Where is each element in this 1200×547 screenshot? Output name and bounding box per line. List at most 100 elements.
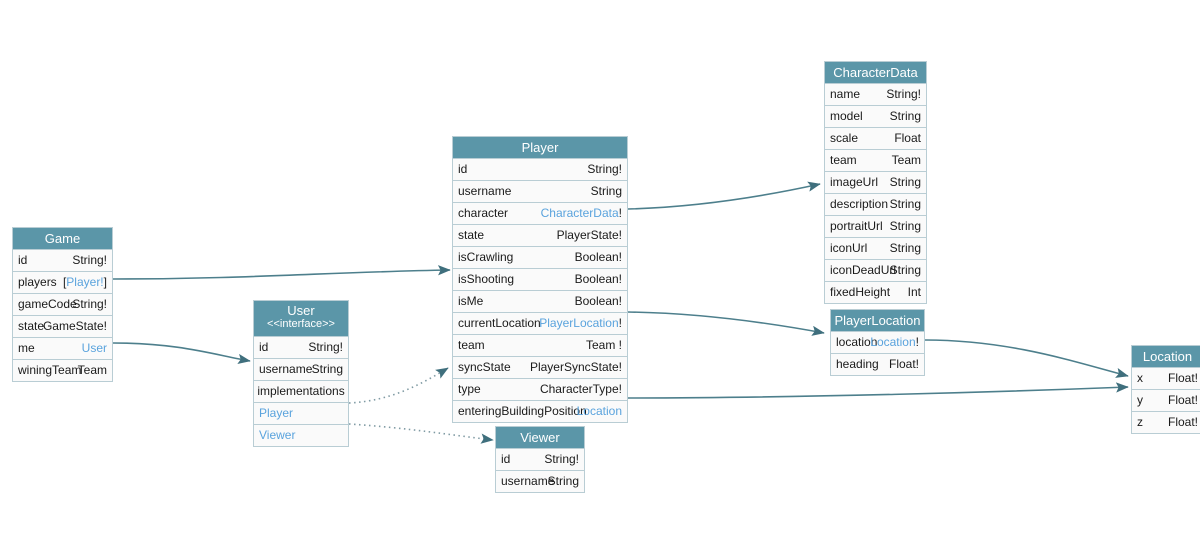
field-row[interactable]: imageUrl String (825, 172, 926, 194)
field-row[interactable]: team Team (825, 150, 926, 172)
field-name: scale (830, 131, 859, 145)
field-row[interactable]: id String! (13, 250, 112, 272)
field-name: currentLocation (458, 316, 541, 330)
field-row[interactable]: username String (496, 471, 584, 492)
implementation-name[interactable]: Viewer (259, 428, 296, 442)
field-row[interactable]: winingTeam Team (13, 360, 112, 381)
field-name: x (1137, 371, 1143, 385)
field-row[interactable]: heading Float! (831, 354, 924, 375)
implementations-label-row: implementations (254, 381, 348, 403)
entity-player-location-title: PlayerLocation (831, 310, 924, 332)
entity-player-title: Player (453, 137, 627, 159)
entity-location[interactable]: Location x Float! y Float! z Float! (1131, 345, 1200, 434)
field-row[interactable]: y Float! (1132, 390, 1200, 412)
field-name: id (501, 452, 511, 466)
field-row[interactable]: enteringBuildingPosition Location (453, 401, 627, 422)
field-row[interactable]: iconUrl String (825, 238, 926, 260)
field-name: z (1137, 415, 1143, 429)
field-type: Float! (888, 357, 919, 371)
field-row[interactable]: players [Player!] (13, 272, 112, 294)
edge-player-currentlocation-to-playerlocation (627, 311, 825, 336)
implementation-row-viewer[interactable]: Viewer (254, 425, 348, 446)
field-type[interactable]: User (81, 341, 107, 355)
entity-player-location[interactable]: PlayerLocation location Location! headin… (830, 309, 925, 376)
edge-game-players-to-player (112, 265, 451, 280)
entity-viewer[interactable]: Viewer id String! username String (495, 426, 585, 493)
field-row[interactable]: x Float! (1132, 368, 1200, 390)
field-name: heading (836, 357, 879, 371)
field-type: String (889, 219, 921, 233)
field-row[interactable]: id String! (254, 337, 348, 359)
field-name: winingTeam (18, 363, 82, 377)
field-name: iconDeadUrl (830, 263, 897, 277)
field-row[interactable]: model String (825, 106, 926, 128)
field-row[interactable]: iconDeadUrl String (825, 260, 926, 282)
field-name: username (458, 184, 512, 198)
field-row[interactable]: isMe Boolean! (453, 291, 627, 313)
field-type: String (311, 362, 343, 376)
field-name: team (830, 153, 857, 167)
field-row[interactable]: id String! (453, 159, 627, 181)
field-name: syncState (458, 360, 511, 374)
field-type: Float! (1167, 371, 1198, 385)
field-type: GameState! (42, 319, 107, 333)
field-type[interactable]: PlayerLocation! (539, 316, 622, 330)
field-type: String (590, 184, 622, 198)
field-type: Float! (1167, 393, 1198, 407)
implementation-name[interactable]: Player (259, 406, 294, 420)
field-type: String (889, 263, 921, 277)
field-name: username (259, 362, 313, 376)
field-row[interactable]: me User (13, 338, 112, 360)
field-row[interactable]: state GameState! (13, 316, 112, 338)
field-row[interactable]: state PlayerState! (453, 225, 627, 247)
field-row[interactable]: team Team ! (453, 335, 627, 357)
field-row[interactable]: isCrawling Boolean! (453, 247, 627, 269)
field-row[interactable]: currentLocation PlayerLocation! (453, 313, 627, 335)
field-type: String! (886, 87, 921, 101)
edge-player-enteringbuildingposition-to-location (627, 382, 1129, 399)
field-name: isMe (458, 294, 484, 308)
field-name: id (18, 253, 28, 267)
implementation-row-player[interactable]: Player (254, 403, 348, 425)
entity-character-data-title: CharacterData (825, 62, 926, 84)
field-row[interactable]: username String (254, 359, 348, 381)
entity-game[interactable]: Game id String! players [Player!] gameCo… (12, 227, 113, 382)
field-type[interactable]: Location (576, 404, 622, 418)
entity-viewer-title: Viewer (496, 427, 584, 449)
edge-user-player-implementation (348, 367, 449, 404)
edge-playerlocation-location-to-location (924, 339, 1129, 378)
field-row[interactable]: id String! (496, 449, 584, 471)
entity-game-title: Game (13, 228, 112, 250)
field-type: Team (77, 363, 107, 377)
field-row[interactable]: z Float! (1132, 412, 1200, 433)
field-row[interactable]: character CharacterData! (453, 203, 627, 225)
field-type[interactable]: CharacterData! (540, 206, 622, 220)
field-name: character (458, 206, 509, 220)
field-type: String! (544, 452, 579, 466)
field-row[interactable]: portraitUrl String (825, 216, 926, 238)
field-row[interactable]: scale Float (825, 128, 926, 150)
field-row[interactable]: name String! (825, 84, 926, 106)
field-name: state (458, 228, 485, 242)
field-row[interactable]: type CharacterType! (453, 379, 627, 401)
field-type[interactable]: Location! (870, 335, 919, 349)
entity-player[interactable]: Player id String! username String charac… (452, 136, 628, 423)
entity-user[interactable]: User <<interface>> id String! username S… (253, 300, 349, 447)
field-name: players (18, 275, 57, 289)
field-row[interactable]: syncState PlayerSyncState! (453, 357, 627, 379)
field-row[interactable]: fixedHeight Int (825, 282, 926, 303)
field-name: me (18, 341, 35, 355)
field-name: isShooting (458, 272, 515, 286)
field-row[interactable]: location Location! (831, 332, 924, 354)
edge-player-character-to-characterdata (627, 181, 821, 210)
field-type: String (547, 474, 579, 488)
field-row[interactable]: description String (825, 194, 926, 216)
field-row[interactable]: username String (453, 181, 627, 203)
entity-character-data[interactable]: CharacterData name String! model String … (824, 61, 927, 304)
field-row[interactable]: gameCode String! (13, 294, 112, 316)
field-type[interactable]: [Player!] (62, 275, 107, 289)
field-row[interactable]: isShooting Boolean! (453, 269, 627, 291)
field-name: isCrawling (458, 250, 514, 264)
field-name: model (830, 109, 863, 123)
